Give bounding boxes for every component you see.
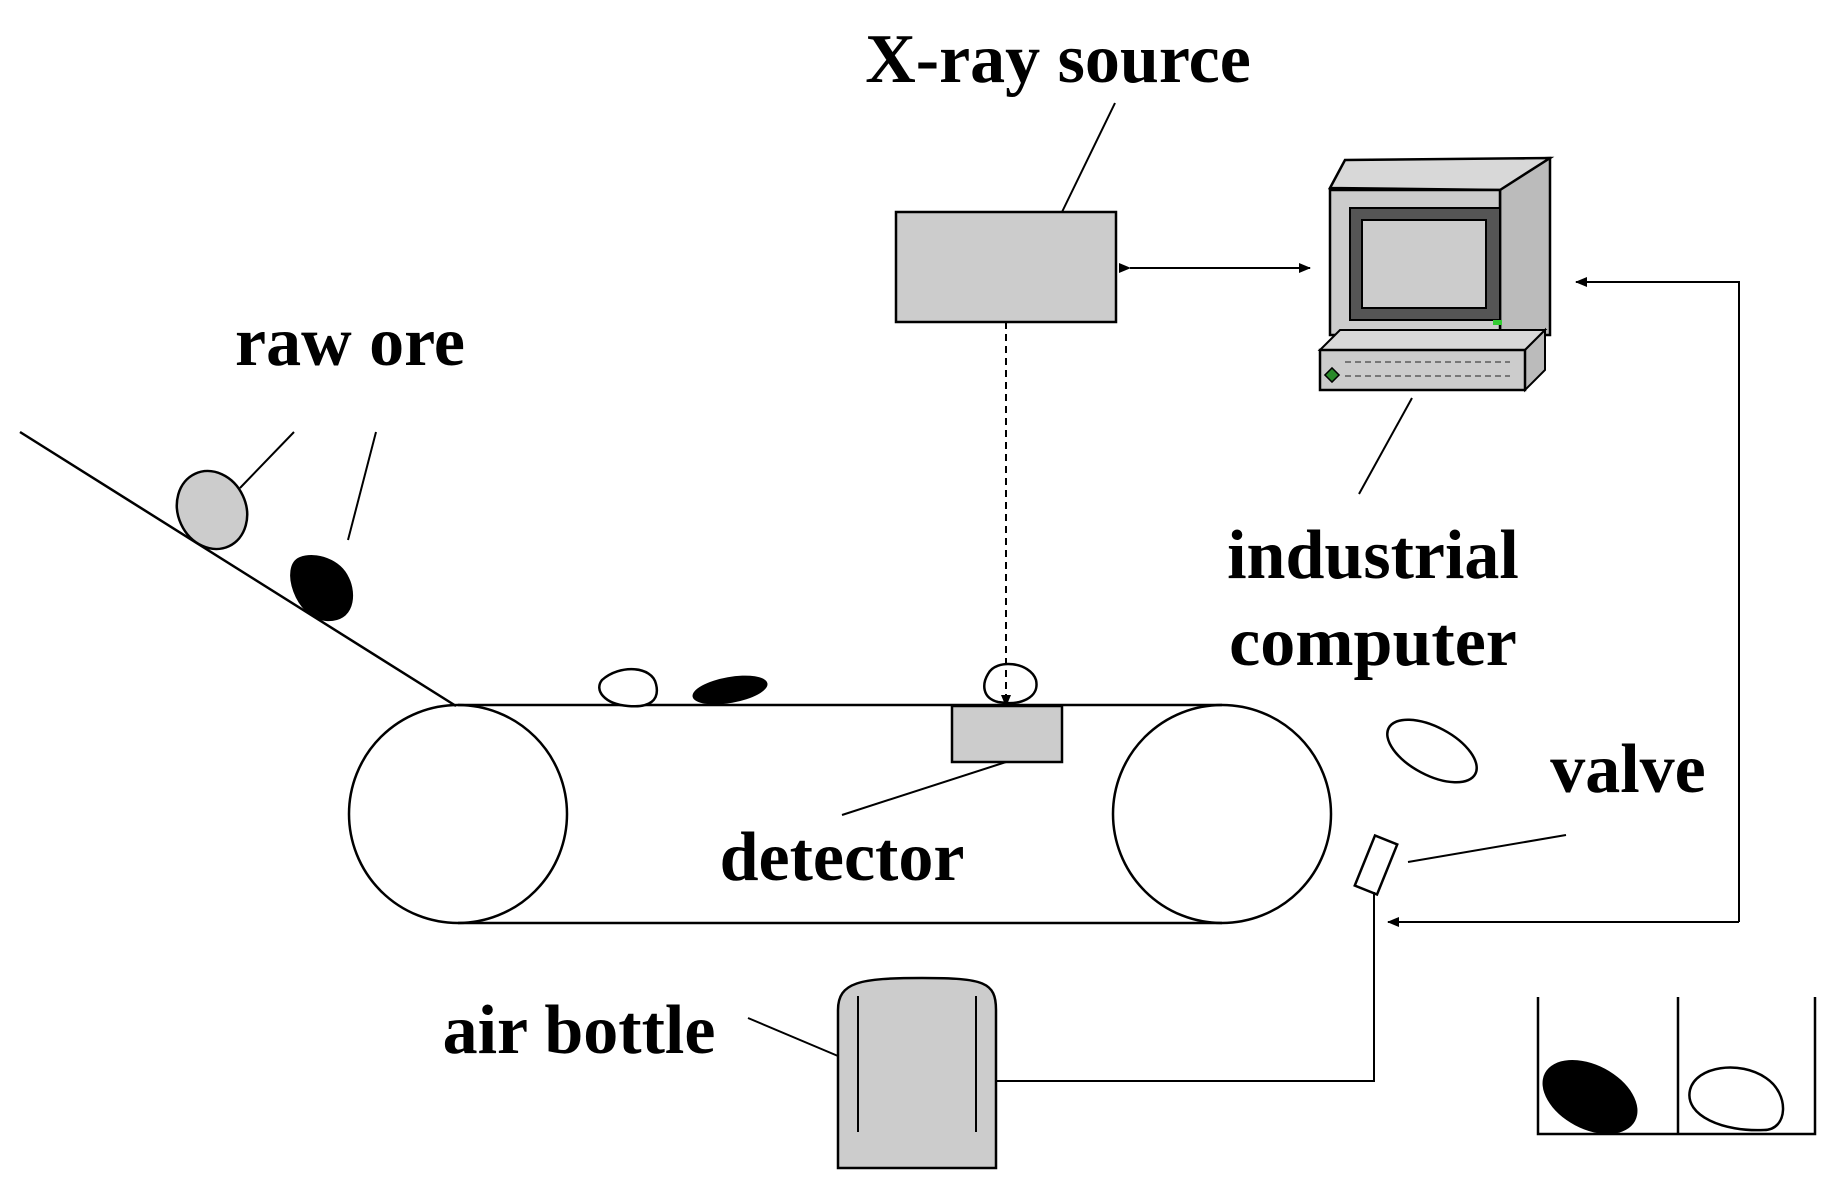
conveyor-pulley-left xyxy=(347,703,569,925)
dark-ore-icon xyxy=(1542,1059,1638,1135)
dark-ore-icon xyxy=(692,675,768,705)
valve-box xyxy=(1353,833,1399,897)
light-ore-icon xyxy=(1688,1066,1785,1132)
industrial-computer-label-line1: industrial xyxy=(1227,517,1519,594)
valve-leader xyxy=(1407,834,1567,863)
dark-ore-icon xyxy=(290,555,354,622)
computer-icon xyxy=(1317,156,1555,393)
air-bottle-leader xyxy=(747,1017,839,1057)
air-pipe xyxy=(991,892,1375,1082)
light-ore-icon xyxy=(175,469,249,551)
xray-source-box xyxy=(894,210,1118,324)
raw-ore-leader-1 xyxy=(239,431,295,489)
light-ore-icon xyxy=(1386,718,1478,784)
xray-source-label: X-ray source xyxy=(865,21,1251,98)
light-ore-icon xyxy=(598,667,659,708)
feed-chute xyxy=(19,430,457,708)
air-bottle xyxy=(836,976,998,1170)
control-signal-line xyxy=(1575,277,1740,922)
computer-leader xyxy=(1358,397,1413,495)
industrial-computer-label-line2: computer xyxy=(1229,604,1517,681)
detector-leader xyxy=(841,761,1007,816)
valve-label: valve xyxy=(1550,731,1706,808)
detector-label: detector xyxy=(720,819,965,896)
collection-bins xyxy=(1536,997,1817,1136)
raw-ore-label: raw ore xyxy=(235,304,465,381)
conveyor-pulley-right xyxy=(1111,703,1333,925)
xray-source-leader xyxy=(1061,102,1116,213)
light-ore-icon xyxy=(983,662,1038,705)
air-bottle-label: air bottle xyxy=(443,992,716,1069)
raw-ore-leader-2 xyxy=(347,431,377,541)
detector-box xyxy=(950,704,1064,764)
